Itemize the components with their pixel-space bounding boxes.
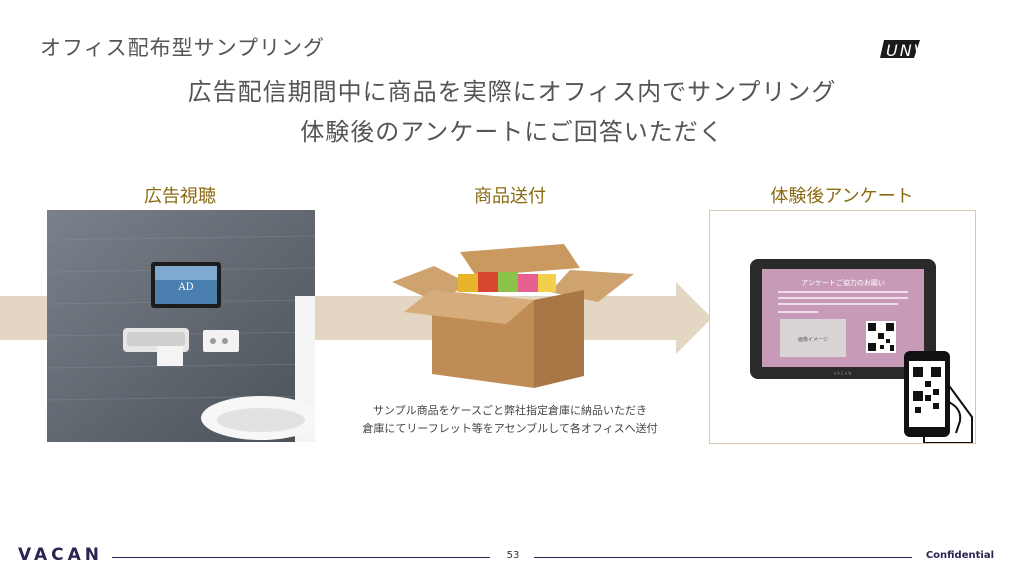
unveil-logo-text: UNVEIL bbox=[886, 41, 956, 60]
caption-line-1: サンプル商品をケースごと弊社指定倉庫に納品いただき bbox=[372, 404, 648, 417]
survey-image-placeholder: 画像イメージ bbox=[798, 336, 828, 343]
footer-divider-left bbox=[112, 557, 490, 558]
unveil-logo: UNVEIL bbox=[880, 40, 956, 60]
shipping-box-illustration bbox=[392, 244, 634, 388]
vacan-footer-logo: VACAN bbox=[18, 545, 104, 565]
step-label-ad-view: 広告視聴 bbox=[144, 186, 216, 207]
page-number: 53 bbox=[506, 550, 520, 561]
caption-line-2: 倉庫にてリーフレット等をアセンブルして各オフィスへ送付 bbox=[362, 422, 658, 435]
shipping-caption: サンプル商品をケースごと弊社指定倉庫に納品いただき 倉庫にてリーフレット等をアセ… bbox=[330, 402, 690, 438]
headline-line-1: 広告配信期間中に商品を実際にオフィス内でサンプリング bbox=[187, 78, 837, 106]
page-title: オフィス配布型サンプリング bbox=[40, 36, 325, 60]
confidential-label: Confidential bbox=[925, 550, 994, 561]
survey-title: アンケートご協力のお願い bbox=[801, 278, 885, 287]
step-label-survey: 体験後アンケート bbox=[770, 186, 914, 207]
headline-line-2: 体験後のアンケートにご回答いただく bbox=[300, 118, 724, 146]
tablet-brand: VACAN bbox=[834, 371, 853, 376]
step-label-product-shipping: 商品送付 bbox=[474, 186, 546, 207]
survey-panel: アンケートご協力のお願い 画像イメージ VACAN bbox=[709, 210, 976, 444]
restroom-ad-photo: AD bbox=[47, 210, 315, 442]
footer-divider-right bbox=[534, 557, 912, 558]
ad-screen-text: AD bbox=[177, 282, 193, 293]
